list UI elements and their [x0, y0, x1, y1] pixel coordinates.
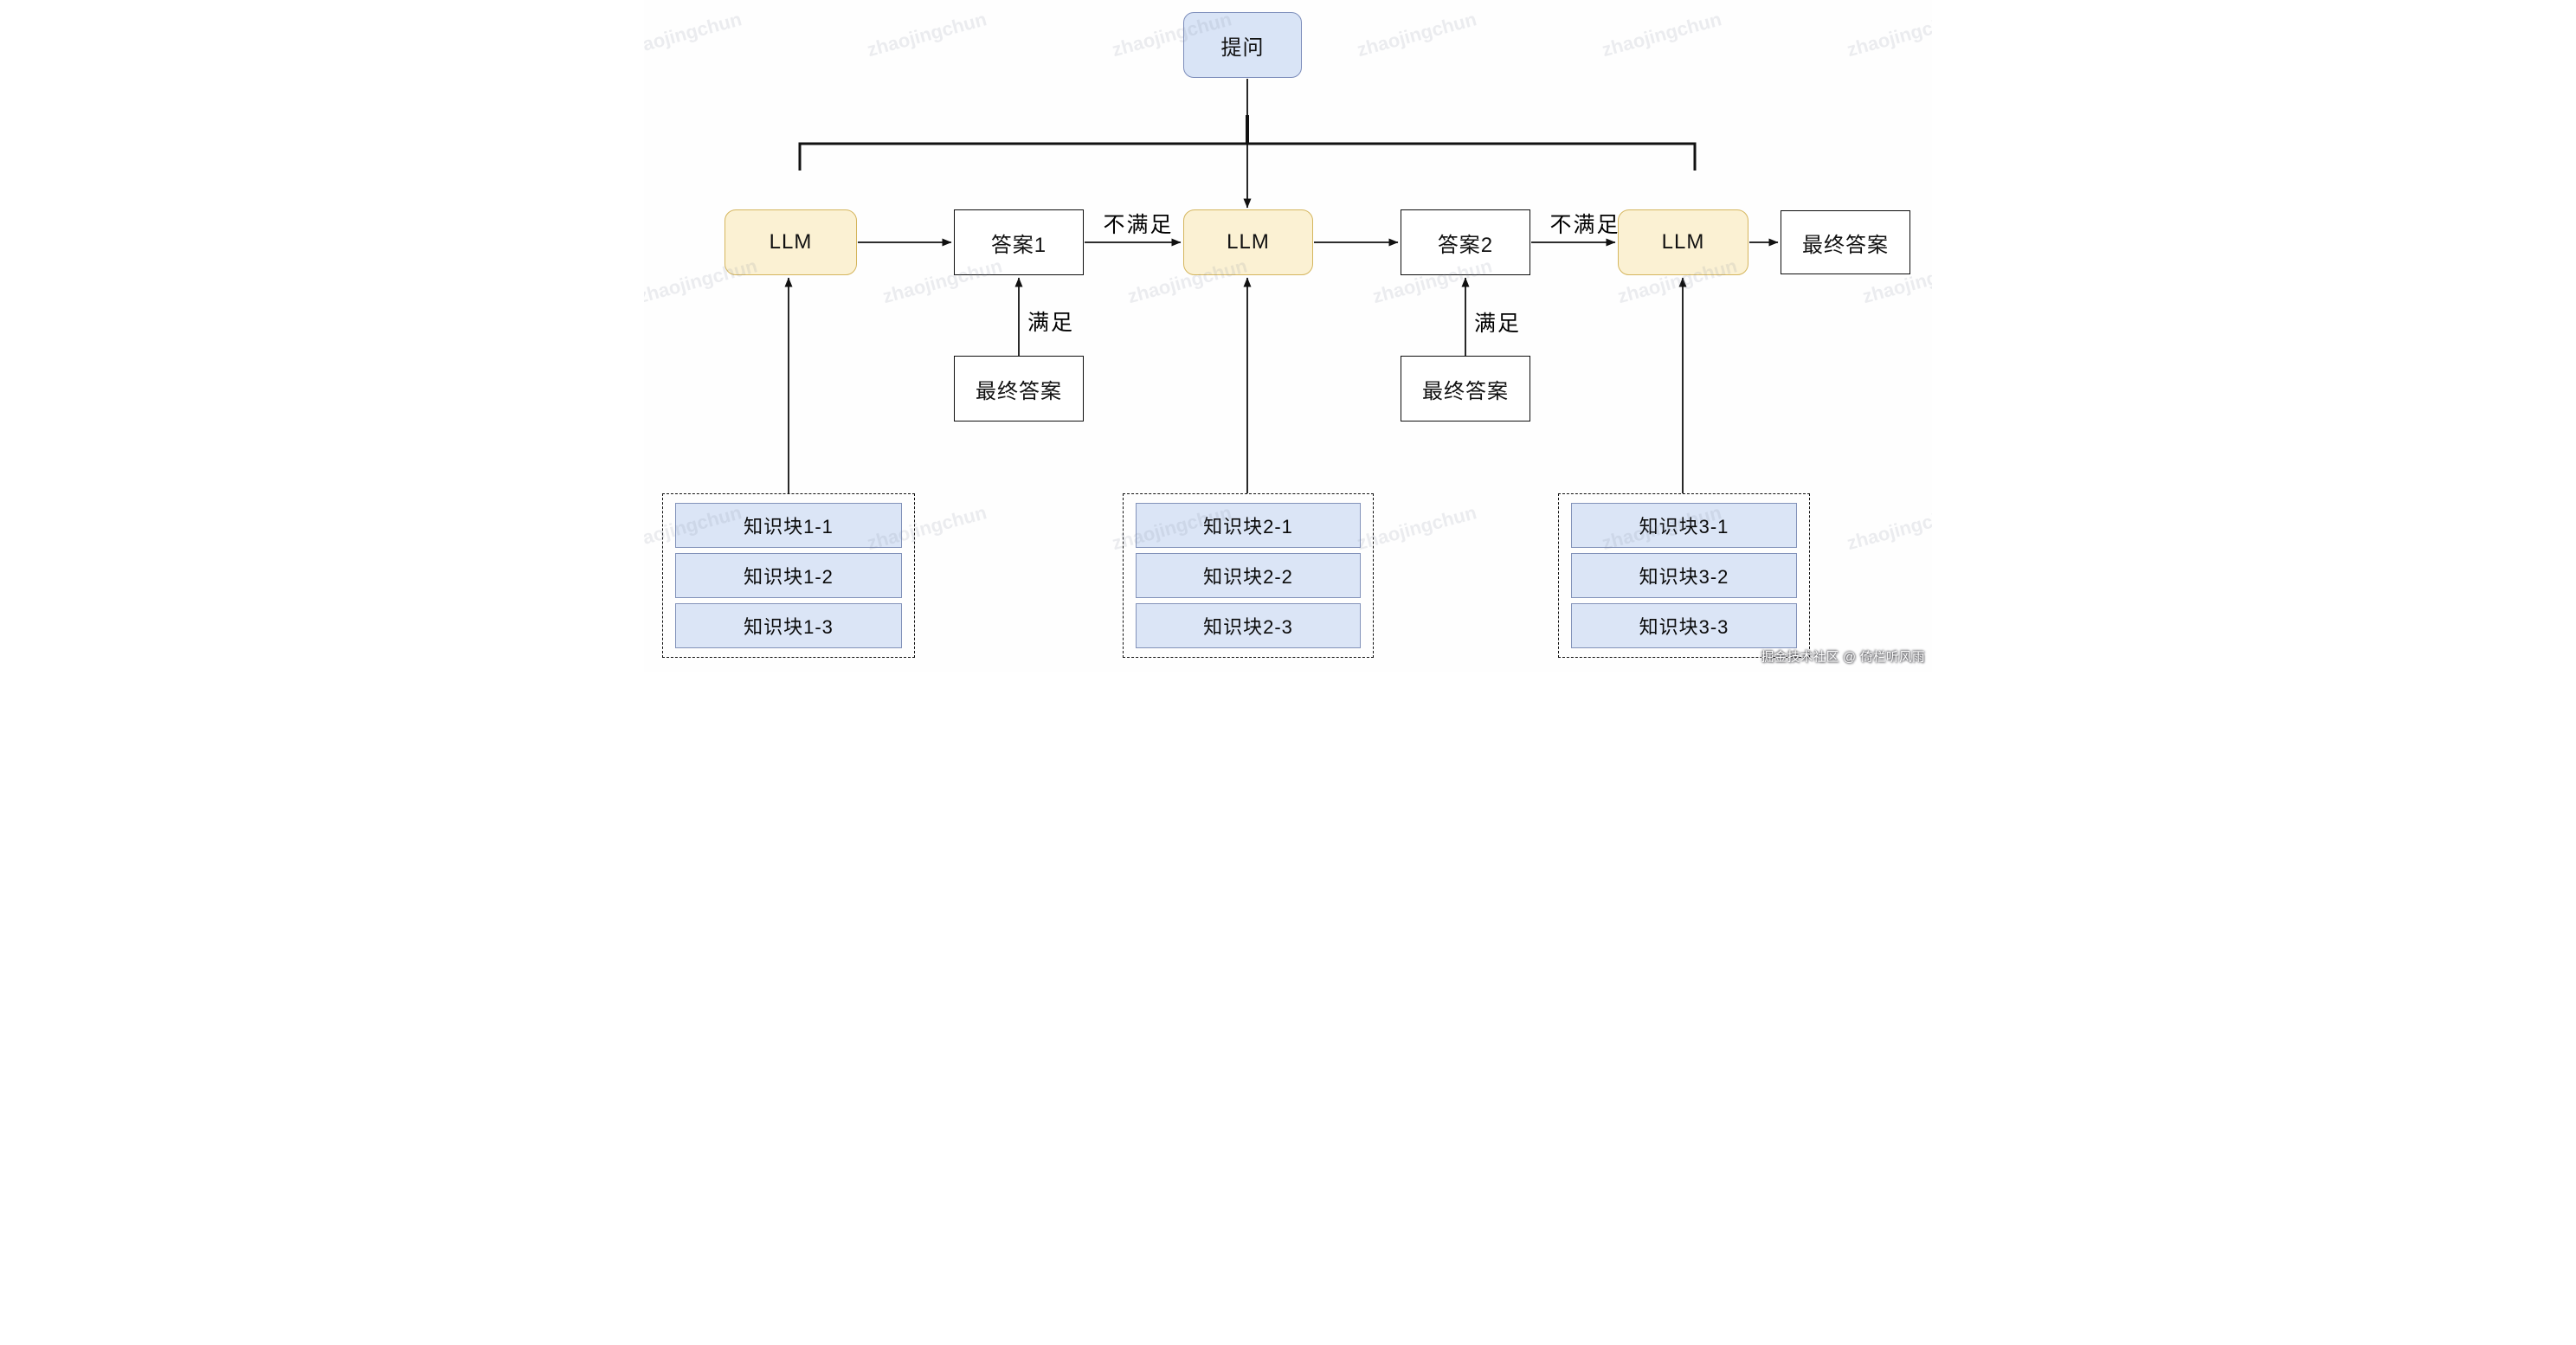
node-final-answer-right: 最终答案	[1781, 210, 1910, 274]
node-label-answer-1: 答案1	[990, 233, 1047, 257]
node-label-final-answer-2: 最终答案	[1422, 379, 1509, 403]
node-label-final-answer-1: 最终答案	[976, 379, 1062, 403]
node-label-llm-1: LLM	[769, 230, 813, 254]
knowledge-chunk-3-1: 知识块3-1	[1571, 503, 1797, 548]
knowledge-groups-layer: 知识块1-1 知识块1-2 知识块1-3 知识块2-1 知识块2-2 知识块2-3 知识块3…	[644, 0, 1932, 672]
node-final-answer-1: 最终答案	[954, 356, 1084, 422]
knowledge-chunk-label: 知识块1-1	[744, 516, 834, 537]
kb-group-3: 知识块3-1 知识块3-2 知识块3-3	[1558, 493, 1810, 658]
node-label-question: 提问	[1220, 35, 1265, 60]
knowledge-chunk-2-3: 知识块2-3	[1136, 603, 1361, 648]
node-label-answer-2: 答案2	[1437, 233, 1494, 257]
node-label-llm-3: LLM	[1661, 230, 1705, 254]
knowledge-chunk-3-2: 知识块3-2	[1571, 553, 1797, 598]
knowledge-chunk-label: 知识块2-3	[1203, 616, 1293, 638]
knowledge-chunk-label: 知识块3-3	[1639, 616, 1729, 638]
knowledge-chunk-label: 知识块1-2	[744, 566, 834, 588]
node-label-llm-2: LLM	[1227, 230, 1270, 254]
knowledge-chunk-label: 知识块1-3	[744, 616, 834, 638]
node-label-final-answer-right: 最终答案	[1802, 233, 1889, 257]
knowledge-chunk-1-1: 知识块1-1	[675, 503, 902, 548]
node-llm-1: LLM	[724, 209, 857, 275]
node-question: 提问	[1183, 12, 1302, 78]
diagram-canvas: 知识块1-1 知识块1-2 知识块1-3 知识块2-1 知识块2-2 知识块2-3 知识块3…	[644, 0, 1932, 672]
kb-group-2: 知识块2-1 知识块2-2 知识块2-3	[1123, 493, 1374, 658]
knowledge-chunk-2-1: 知识块2-1	[1136, 503, 1361, 548]
node-answer-2: 答案2	[1401, 209, 1530, 275]
knowledge-chunk-label: 知识块2-2	[1203, 566, 1293, 588]
knowledge-chunk-label: 知识块3-1	[1639, 516, 1729, 537]
knowledge-chunk-1-2: 知识块1-2	[675, 553, 902, 598]
node-answer-1: 答案1	[954, 209, 1084, 275]
node-final-answer-2: 最终答案	[1401, 356, 1530, 422]
knowledge-chunk-2-2: 知识块2-2	[1136, 553, 1361, 598]
knowledge-chunk-1-3: 知识块1-3	[675, 603, 902, 648]
knowledge-chunk-3-3: 知识块3-3	[1571, 603, 1797, 648]
knowledge-chunk-label: 知识块2-1	[1203, 516, 1293, 537]
kb-group-1: 知识块1-1 知识块1-2 知识块1-3	[662, 493, 915, 658]
node-llm-2: LLM	[1183, 209, 1313, 275]
node-llm-3: LLM	[1618, 209, 1748, 275]
knowledge-chunk-label: 知识块3-2	[1639, 566, 1729, 588]
juejin-watermark: 掘金技术社区 @ 倚栏听风雨	[1761, 651, 1925, 665]
